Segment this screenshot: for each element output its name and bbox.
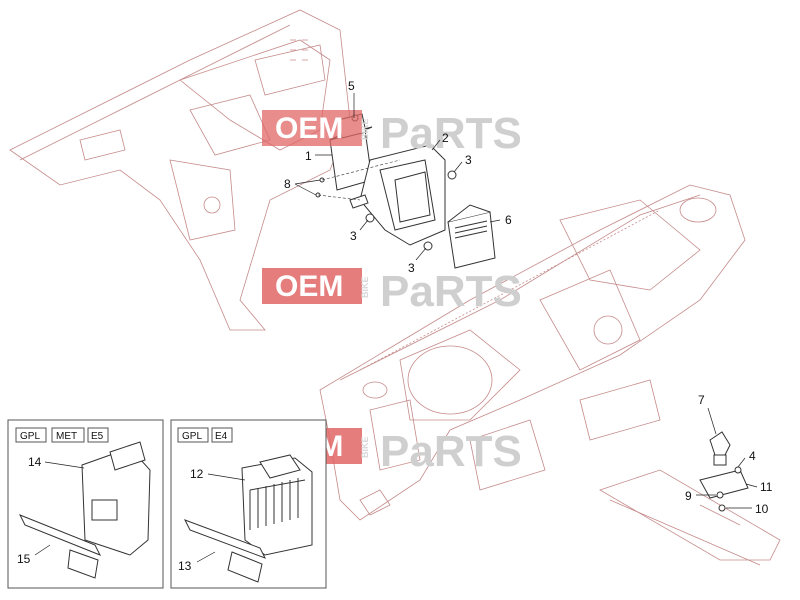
svg-text:BIKE: BIKE: [360, 276, 370, 298]
svg-text:PaRTS: PaRTS: [380, 427, 522, 476]
svg-text:GPL: GPL: [182, 431, 202, 442]
svg-text:BIKE: BIKE: [360, 118, 370, 140]
svg-text:E5: E5: [91, 431, 104, 442]
bracket-13: [183, 519, 267, 583]
inset-right: GPL E4 12 13: [170, 419, 327, 589]
callout-4: 4: [749, 449, 756, 463]
callout-8: 8: [284, 177, 291, 191]
callout-7: 7: [698, 393, 705, 407]
callout-11: 11: [760, 480, 773, 494]
callout-3-bottom: 3: [408, 261, 415, 275]
watermark-top: OEM BIKE PaRTS: [262, 109, 522, 158]
svg-text:GPL: GPL: [20, 431, 40, 442]
callout-2: 2: [442, 131, 449, 145]
callout-14: 14: [28, 455, 42, 469]
callout-15: 15: [17, 552, 31, 566]
callout-13: 13: [178, 559, 192, 573]
sensor-7: [709, 431, 731, 466]
svg-text:BIKE: BIKE: [360, 436, 370, 458]
callout-9: 9: [685, 489, 692, 503]
svg-text:PaRTS: PaRTS: [380, 109, 522, 158]
callout-10: 10: [755, 502, 769, 516]
inset-left: GPL MET E5 14 15: [7, 419, 164, 589]
bolt-4: [734, 466, 742, 474]
callout-1: 1: [305, 149, 312, 163]
bracket-11: [699, 469, 749, 499]
callout-3-right: 3: [465, 153, 472, 167]
svg-text:OEM: OEM: [275, 270, 343, 303]
nut-10: [718, 504, 726, 512]
dashboard-assembly: [319, 184, 746, 521]
svg-text:OEM: OEM: [275, 112, 343, 145]
callout-6: 6: [505, 213, 512, 227]
svg-text:E4: E4: [215, 431, 228, 442]
ecu-module-12: [241, 454, 313, 556]
svg-text:PaRTS: PaRTS: [380, 267, 522, 316]
bracket-15: [18, 514, 102, 579]
control-unit-6: [447, 204, 496, 269]
ecu-bracket-2: [349, 144, 446, 246]
callout-5: 5: [348, 79, 355, 93]
ecu-module-14: [81, 441, 151, 556]
callout-12: 12: [190, 467, 204, 481]
watermark-middle: OEM BIKE PaRTS: [262, 267, 522, 316]
svg-text:MET: MET: [56, 431, 77, 442]
callout-3-left: 3: [350, 229, 357, 243]
washer-9: [716, 491, 724, 499]
mounting-rail: [599, 469, 781, 566]
